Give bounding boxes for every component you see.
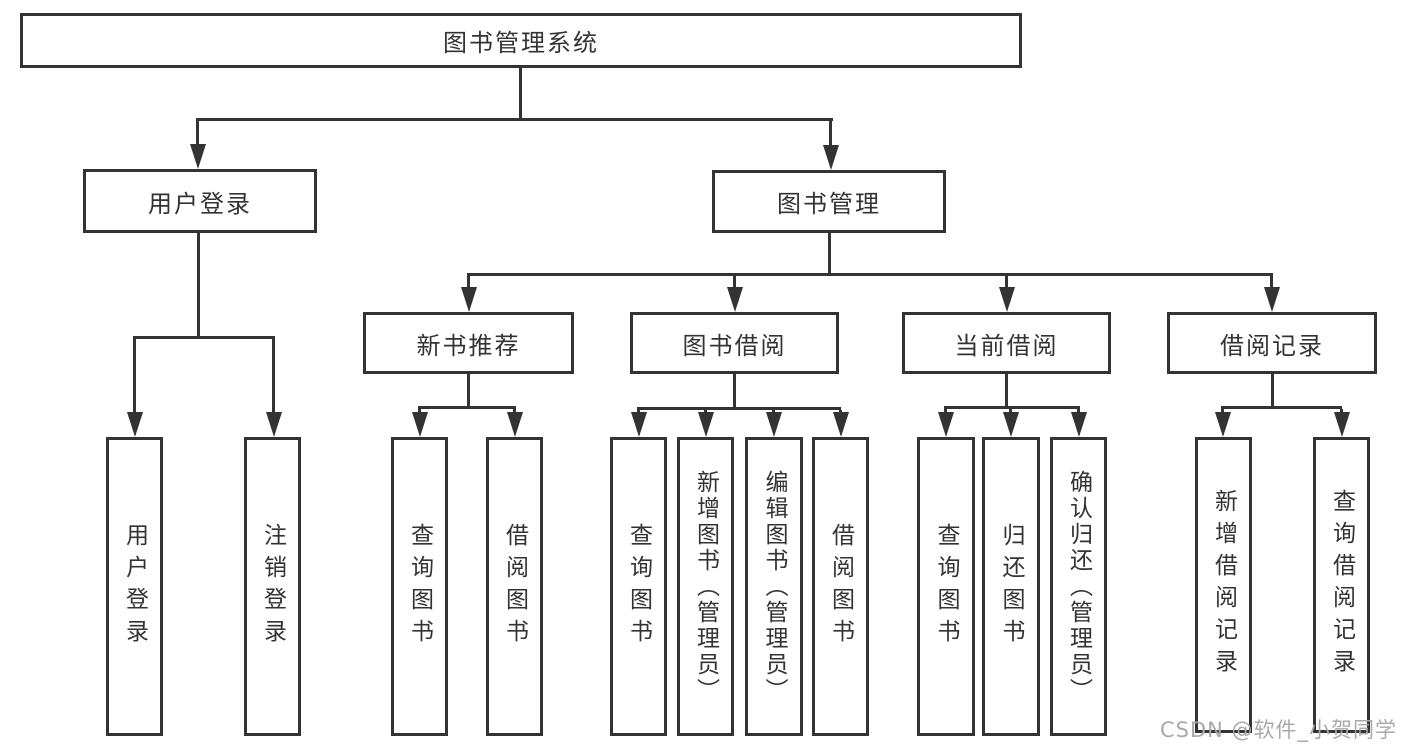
arrowhead-down-icon: [938, 412, 954, 437]
csdn-watermark: CSDN @软件_小贺同学: [1160, 718, 1398, 742]
connector-user-login-drop: [196, 121, 199, 146]
leaf-add-books-admin: 新增图书（管理员）: [677, 437, 734, 736]
arrowhead-down-icon: [190, 144, 206, 169]
connector-level2-rail: [467, 273, 1273, 276]
arrowhead-down-icon: [1264, 287, 1280, 312]
arrowhead-down-icon: [412, 412, 428, 437]
connector-drop: [272, 339, 275, 415]
leaf-query-books-recommend: 查询图书: [391, 437, 448, 736]
connector-book-mgmt-stem: [828, 233, 831, 276]
node-book-borrowing: 图书借阅: [630, 312, 839, 374]
arrowhead-down-icon: [1334, 412, 1350, 437]
connector-new-book-rail: [418, 406, 516, 409]
arrowhead-down-icon: [1071, 412, 1087, 437]
node-book-management-branch: 图书管理: [712, 170, 946, 233]
node-user-login-branch: 用户登录: [83, 169, 317, 233]
leaf-user-login: 用户登录: [106, 437, 163, 736]
arrowhead-down-icon: [823, 145, 839, 170]
connector-new-book-stem: [467, 374, 470, 409]
arrowhead-down-icon: [766, 412, 782, 437]
leaf-logout: 注销登录: [244, 437, 301, 736]
arrowhead-down-icon: [698, 412, 714, 437]
node-current-borrowing: 当前借阅: [902, 312, 1111, 374]
connector-drop: [1005, 276, 1008, 290]
leaf-query-books-borrowing: 查询图书: [610, 437, 667, 736]
connector-user-login-stem: [197, 233, 200, 339]
connector-drop: [1270, 276, 1273, 290]
connector-records-stem: [1271, 374, 1274, 409]
connector-current-stem: [1005, 374, 1008, 409]
node-borrowing-records: 借阅记录: [1167, 312, 1377, 374]
node-library-management-system: 图书管理系统: [20, 13, 1022, 68]
arrowhead-down-icon: [127, 412, 143, 437]
connector-level1-rail: [196, 118, 833, 121]
arrowhead-down-icon: [727, 287, 743, 312]
leaf-confirm-return-admin: 确认归还（管理员）: [1050, 437, 1107, 736]
arrowhead-down-icon: [1215, 412, 1231, 437]
arrowhead-down-icon: [833, 412, 849, 437]
connector-borrowing-stem: [733, 374, 736, 410]
connector-user-login-rail: [133, 336, 275, 339]
arrowhead-down-icon: [631, 412, 647, 437]
leaf-query-books-current: 查询图书: [917, 437, 975, 736]
leaf-edit-books-admin: 编辑图书（管理员）: [745, 437, 803, 736]
arrowhead-down-icon: [266, 412, 282, 437]
leaf-return-books: 归还图书: [982, 437, 1040, 736]
connector-root-stem: [519, 68, 522, 121]
connector-drop: [467, 276, 470, 290]
arrowhead-down-icon: [461, 287, 477, 312]
arrowhead-down-icon: [1003, 412, 1019, 437]
leaf-add-borrowing-record: 新增借阅记录: [1195, 437, 1252, 733]
arrowhead-down-icon: [507, 412, 523, 437]
connector-book-mgmt-drop: [829, 121, 832, 147]
connector-records-rail: [1221, 406, 1342, 409]
arrowhead-down-icon: [999, 287, 1015, 312]
leaf-borrow-books-recommend: 借阅图书: [486, 437, 543, 736]
connector-borrowing-rail: [637, 407, 841, 410]
node-new-book-recommend: 新书推荐: [363, 312, 574, 374]
connector-drop: [133, 339, 136, 415]
leaf-borrow-books-borrowing: 借阅图书: [812, 437, 869, 736]
connector-current-rail: [944, 406, 1080, 409]
connector-drop: [733, 276, 736, 290]
leaf-query-borrowing-record: 查询借阅记录: [1313, 437, 1370, 733]
